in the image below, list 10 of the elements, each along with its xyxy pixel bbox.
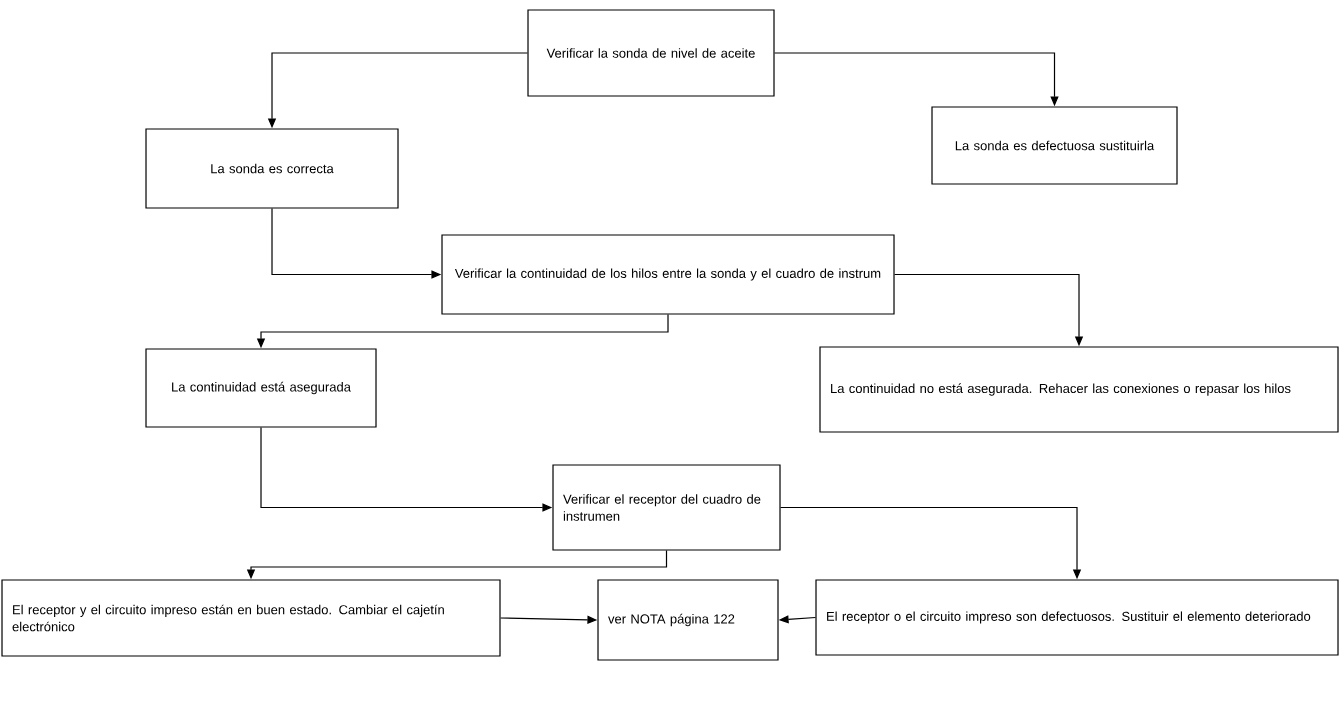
process-box: La continuidad está asegurada — [145, 348, 377, 428]
process-box: La sonda es correcta — [145, 128, 399, 209]
process-box: La continuidad no está asegurada. Rehacer las conexiones o repasar los hilos — [819, 346, 1339, 433]
process-box: El receptor o el circuito impreso son defectuosos. Sustituir el elemento deteriorado — [815, 579, 1339, 656]
process-box: Verificar la continuidad de los hilos entre la sonda y el cuadro de instrum — [441, 234, 895, 315]
process-box: Verificar la sonda de nivel de aceite — [527, 9, 775, 97]
process-box: La sonda es defectuosa sustituirla — [931, 106, 1178, 185]
process-box: El receptor y el circuito impreso están en buen estado. Cambiar el cajetín electrónico — [1, 579, 501, 657]
process-box: Verificar el receptor del cuadro de instrumen — [552, 464, 781, 551]
process-box: ver NOTA página 122 — [597, 579, 779, 661]
